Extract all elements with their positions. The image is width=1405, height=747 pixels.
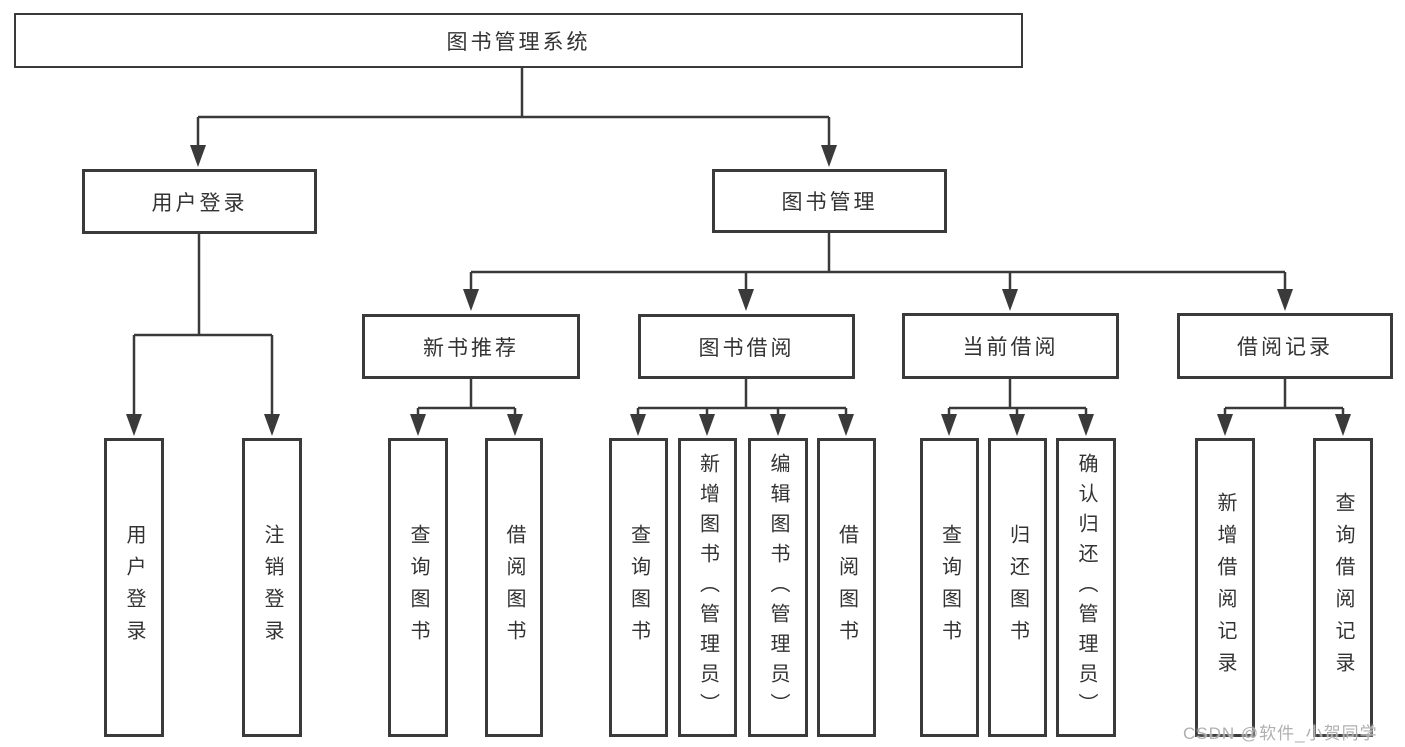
connector-user-login-children bbox=[132, 234, 274, 418]
node-root: 图书管理系统 bbox=[14, 13, 1023, 68]
node-book-management: 图书管理 bbox=[712, 169, 947, 233]
leaf-borrow-books-recommend: 借阅图书 bbox=[485, 438, 543, 737]
leaf-label: 用户登录 bbox=[123, 523, 145, 652]
node-label: 图书管理 bbox=[781, 191, 878, 214]
connector-root-to-level2 bbox=[196, 68, 831, 150]
leaf-label: 查询图书 bbox=[938, 523, 961, 652]
leaf-label: 确认归还（管理员） bbox=[1075, 452, 1097, 723]
leaf-borrow-books: 借阅图书 bbox=[817, 438, 876, 737]
leaf-label: 注销登录 bbox=[261, 523, 283, 652]
leaf-query-borrow-record: 查询借阅记录 bbox=[1313, 438, 1373, 737]
leaf-label: 归还图书 bbox=[1006, 523, 1029, 652]
node-label: 图书借阅 bbox=[698, 336, 795, 360]
leaf-add-books-admin: 新增图书（管理员） bbox=[678, 438, 737, 737]
watermark: CSDN @软件_小贺同学 bbox=[1183, 724, 1378, 743]
leaf-add-borrow-record: 新增借阅记录 bbox=[1195, 438, 1255, 737]
leaf-return-books: 归还图书 bbox=[988, 438, 1047, 737]
connector-book-borrowing-children bbox=[636, 379, 848, 418]
leaf-label: 借阅图书 bbox=[503, 523, 525, 652]
leaf-label: 编辑图书（管理员） bbox=[767, 452, 789, 723]
node-label: 当前借阅 bbox=[962, 336, 1059, 359]
node-label: 用户登录 bbox=[151, 191, 248, 215]
leaf-logout: 注销登录 bbox=[242, 438, 302, 737]
leaf-user-login: 用户登录 bbox=[104, 438, 164, 737]
leaf-confirm-return-admin: 确认归还（管理员） bbox=[1056, 438, 1116, 737]
node-current-borrowing: 当前借阅 bbox=[902, 313, 1119, 379]
node-book-borrowing: 图书借阅 bbox=[638, 314, 855, 379]
leaf-query-books-recommend: 查询图书 bbox=[388, 438, 448, 737]
leaf-query-books-borrow: 查询图书 bbox=[609, 438, 668, 737]
connector-borrowing-records-children bbox=[1223, 379, 1345, 418]
connector-book-management-children bbox=[469, 233, 1287, 293]
leaf-label: 查询图书 bbox=[627, 523, 650, 652]
leaf-edit-books-admin: 编辑图书（管理员） bbox=[748, 438, 808, 737]
connector-current-borrowing-children bbox=[947, 379, 1088, 418]
node-label: 图书管理系统 bbox=[446, 30, 591, 54]
node-new-book-recommend: 新书推荐 bbox=[362, 314, 580, 379]
leaf-label: 新增借阅记录 bbox=[1214, 491, 1236, 684]
leaf-label: 新增图书（管理员） bbox=[696, 452, 719, 723]
node-borrowing-records: 借阅记录 bbox=[1177, 313, 1393, 379]
node-label: 新书推荐 bbox=[423, 336, 519, 360]
leaf-query-books-current: 查询图书 bbox=[920, 438, 979, 737]
node-user-login: 用户登录 bbox=[82, 169, 317, 234]
leaf-label: 查询图书 bbox=[407, 523, 429, 652]
leaf-label: 查询借阅记录 bbox=[1332, 491, 1354, 684]
node-label: 借阅记录 bbox=[1237, 336, 1333, 359]
connector-new-book-children bbox=[416, 379, 517, 418]
leaf-label: 借阅图书 bbox=[835, 523, 858, 652]
